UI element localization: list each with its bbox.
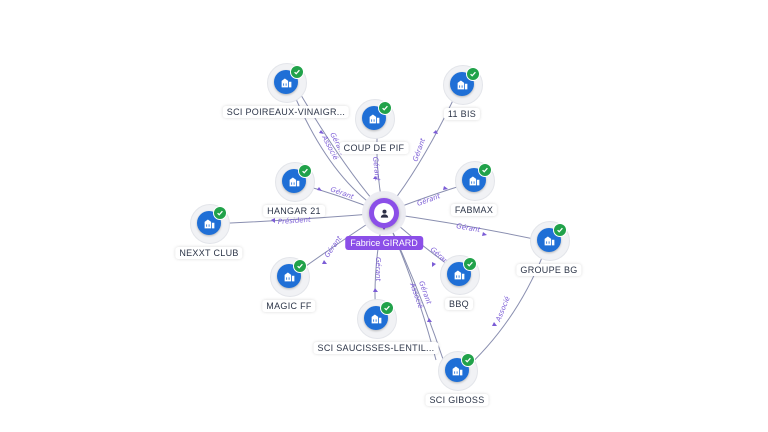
node-label: COUP DE PIF [339, 142, 409, 154]
arrow-fabmax [443, 186, 448, 190]
edge-label-coup-gerant: Gérant [371, 156, 381, 181]
edge-label-11bis-gerant: Gérant [411, 137, 427, 163]
check-icon [213, 206, 227, 220]
edge-label-saucisses-gerant: Gérant [374, 257, 382, 281]
edge-label-nexxt-president: Président [278, 216, 312, 226]
arrow-11bis [433, 130, 438, 134]
building-icon [282, 169, 306, 193]
node-label: SCI GIBOSS [425, 394, 489, 406]
edge-label-fabmax-gerant: Gérant [416, 192, 442, 208]
edge-label-magic-gerant: Gérant [323, 235, 344, 260]
edge-label-groupebg-gerant: Gérant [456, 222, 481, 234]
node-label: SCI SAUCISSES-LENTIL... [313, 342, 439, 354]
arrow-groupebg [482, 232, 487, 236]
person-name-label: Fabrice GIRARD [345, 236, 423, 250]
check-icon [466, 67, 480, 81]
node-label: HANGAR 21 [263, 205, 325, 217]
node-label: MAGIC FF [262, 300, 316, 312]
arrow-groupebg-giboss [492, 322, 497, 326]
check-icon [463, 257, 477, 271]
node-label: NEXXT CLUB [175, 247, 243, 259]
arrow-poireaux [319, 130, 324, 134]
arrow-giboss [427, 318, 432, 322]
node-label: FABMAX [450, 204, 498, 216]
arrow-saucisses [373, 288, 378, 292]
edge-label-hangar-gerant: Gérant [329, 185, 355, 201]
arrow-coup [373, 176, 378, 179]
arrow-bbq [432, 262, 436, 267]
node-label: SCI POIREAUX-VINAIGR... [222, 106, 350, 118]
check-icon [290, 65, 304, 79]
arrow-hangar [317, 187, 322, 191]
check-icon [378, 101, 392, 115]
node-label: 11 BIS [443, 108, 481, 120]
check-icon [478, 163, 492, 177]
check-icon [553, 223, 567, 237]
edge-arrows [271, 130, 497, 326]
node-label: GROUPE BG [516, 264, 582, 276]
node-label: BBQ [445, 298, 473, 310]
check-icon [298, 164, 312, 178]
edge-label-groupebg-associe: Associé [494, 295, 512, 324]
user-icon [374, 203, 394, 223]
check-icon [380, 301, 394, 315]
check-icon [461, 353, 475, 367]
arrow-nexxt [271, 218, 275, 223]
check-icon [293, 259, 307, 273]
building-icon [462, 168, 486, 192]
arrow-magic [322, 260, 327, 264]
